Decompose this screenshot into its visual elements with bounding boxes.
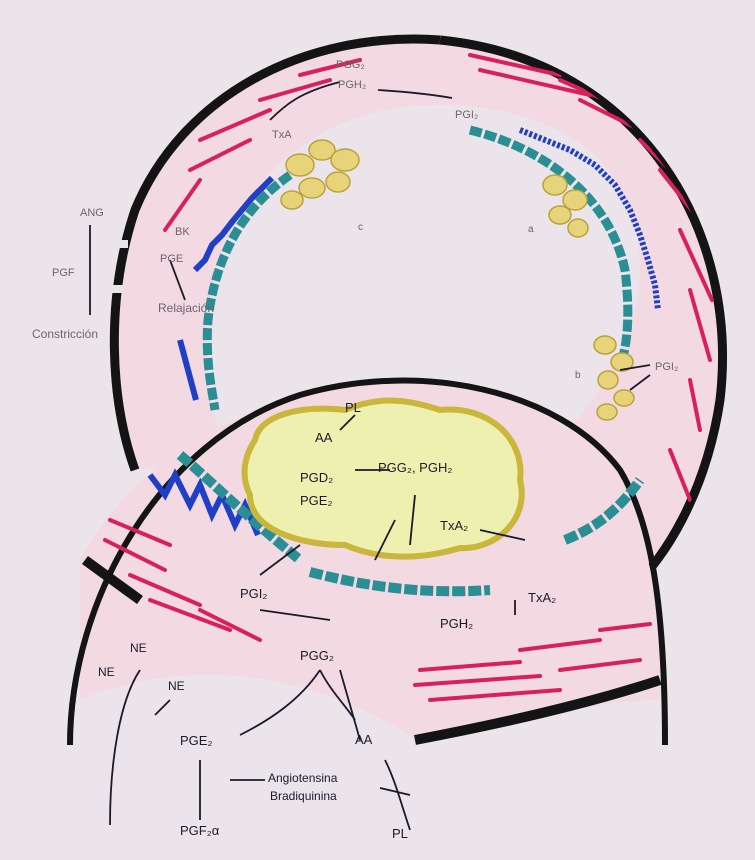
label-angiotensina: Angiotensina: [268, 771, 338, 785]
label-pl-top: PL: [345, 400, 361, 415]
label-ne-1: NE: [130, 641, 147, 655]
label-bradiquinina: Bradiquinina: [270, 789, 337, 803]
label-pge2-inner: PGE₂: [300, 493, 333, 508]
label-pgh2-top: PGH₂: [338, 79, 366, 91]
label-ang: ANG: [80, 207, 104, 219]
label-pge2-lower: PGE₂: [180, 733, 213, 748]
endothelial-cell: [245, 401, 522, 557]
label-txa2-lower: TxA₂: [528, 590, 556, 605]
label-ne-3: NE: [168, 679, 185, 693]
label-pgf: PGF: [52, 267, 75, 279]
label-pgi2-lower: PGI₂: [240, 586, 267, 601]
label-pgg2-top: PGG₂: [336, 59, 365, 71]
label-pgd2: PGD₂: [300, 470, 333, 485]
label-ne-2: NE: [98, 665, 115, 679]
label-pgg2-pgh2: PGG₂, PGH₂: [378, 460, 452, 475]
label-pl-lower: PL: [392, 826, 408, 841]
label-aa-lower: AA: [355, 732, 373, 747]
label-relajacion: Relajación: [158, 301, 214, 315]
label-pgi2-right: PGI₂: [655, 361, 678, 373]
label-aa-mid: AA: [315, 430, 333, 445]
label-pgg2-lower: PGG₂: [300, 648, 334, 663]
label-txa-top: TxA: [272, 129, 292, 141]
label-a: a: [528, 224, 534, 235]
label-pge-left: PGE: [160, 253, 183, 265]
label-txa2-inner: TxA₂: [440, 518, 468, 533]
label-pgf2a: PGF₂α: [180, 823, 220, 838]
label-pgi-top: PGI₂: [455, 109, 478, 121]
label-bk: BK: [175, 226, 190, 238]
label-constriccion: Constricción: [32, 327, 98, 341]
label-pgh2-lower: PGH₂: [440, 616, 473, 631]
label-b: b: [575, 370, 581, 381]
label-c: c: [358, 222, 363, 233]
